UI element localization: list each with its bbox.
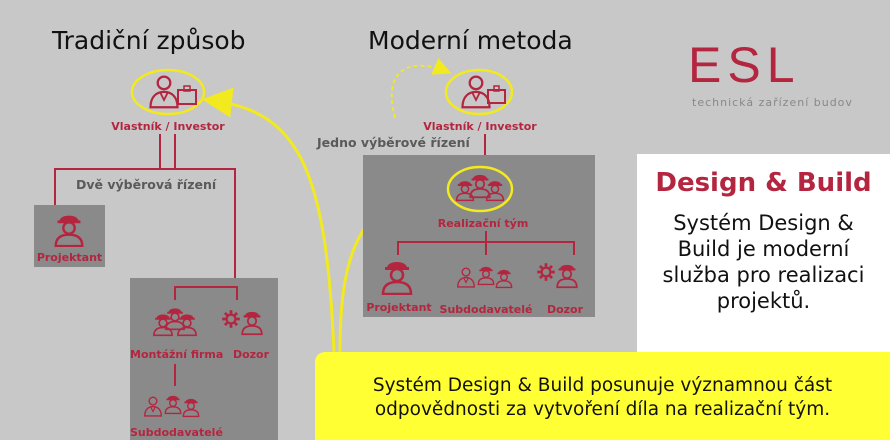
subcontractors-icon-modern — [456, 265, 513, 289]
connector — [174, 286, 238, 288]
contractor-label: Montážní firma — [130, 348, 224, 361]
summary-banner: Systém Design & Build posunuje významnou… — [315, 352, 890, 440]
company-logo: ESL — [688, 37, 801, 93]
contractor-panel-traditional: Montážní firma Dozor Subdodavatelé — [130, 278, 278, 440]
team-label: Realizační tým — [437, 217, 529, 230]
subcontractors-icon-traditional — [143, 394, 200, 418]
connector — [54, 168, 56, 206]
connector — [159, 134, 161, 170]
connector — [397, 241, 399, 255]
team-icon — [446, 165, 514, 213]
connector — [485, 241, 487, 255]
supervision-label-modern: Dozor — [546, 303, 584, 316]
connector — [236, 286, 238, 300]
connector — [484, 134, 486, 156]
owner-icon-traditional — [130, 68, 206, 116]
workers-group-icon — [152, 307, 198, 337]
modern-owner-label: Vlastník / Investor — [423, 120, 537, 133]
heading-traditional: Tradiční způsob — [52, 26, 246, 55]
summary-banner-text: Systém Design & Build posunuje významnou… — [372, 375, 833, 420]
subcontractors-label-traditional: Subdodavatelé — [130, 426, 223, 439]
connector — [174, 364, 176, 386]
connector — [573, 241, 575, 255]
designer-label-traditional: Projektant — [36, 251, 103, 264]
heading-modern: Moderní metoda — [368, 26, 573, 55]
designer-icon — [54, 214, 84, 247]
supervision-icon — [535, 261, 578, 289]
traditional-tenders-label: Dvě výběrová řízení — [76, 177, 217, 192]
design-build-text: Systém Design & Build je moderní služba … — [662, 211, 865, 313]
owner-icon-modern — [444, 68, 514, 116]
dashed-arrow — [390, 58, 452, 119]
connector — [234, 168, 236, 278]
modern-tender-label: Jedno výběrové řízení — [317, 135, 470, 150]
supervision-icon — [220, 308, 263, 336]
subcontractors-label-modern: Subdodavatelé — [439, 303, 533, 316]
designer-panel-traditional: Projektant — [34, 205, 105, 267]
connector — [54, 168, 236, 170]
logo-tagline: technická zařízení budov — [692, 96, 853, 109]
realization-team-panel: Realizační tým Projektant Subdodavatelé … — [363, 155, 595, 317]
connector — [174, 134, 176, 170]
designer-icon — [381, 260, 413, 295]
traditional-owner-label: Vlastník / Investor — [111, 120, 225, 133]
supervision-label-traditional: Dozor — [232, 348, 270, 361]
connector — [485, 231, 487, 241]
design-build-box: Design & Build Systém Design & Build je … — [637, 154, 890, 352]
arrow-to-traditional-owner — [202, 87, 336, 353]
designer-label-modern: Projektant — [366, 301, 432, 314]
design-build-title: Design & Build — [655, 168, 872, 198]
connector — [174, 286, 176, 300]
